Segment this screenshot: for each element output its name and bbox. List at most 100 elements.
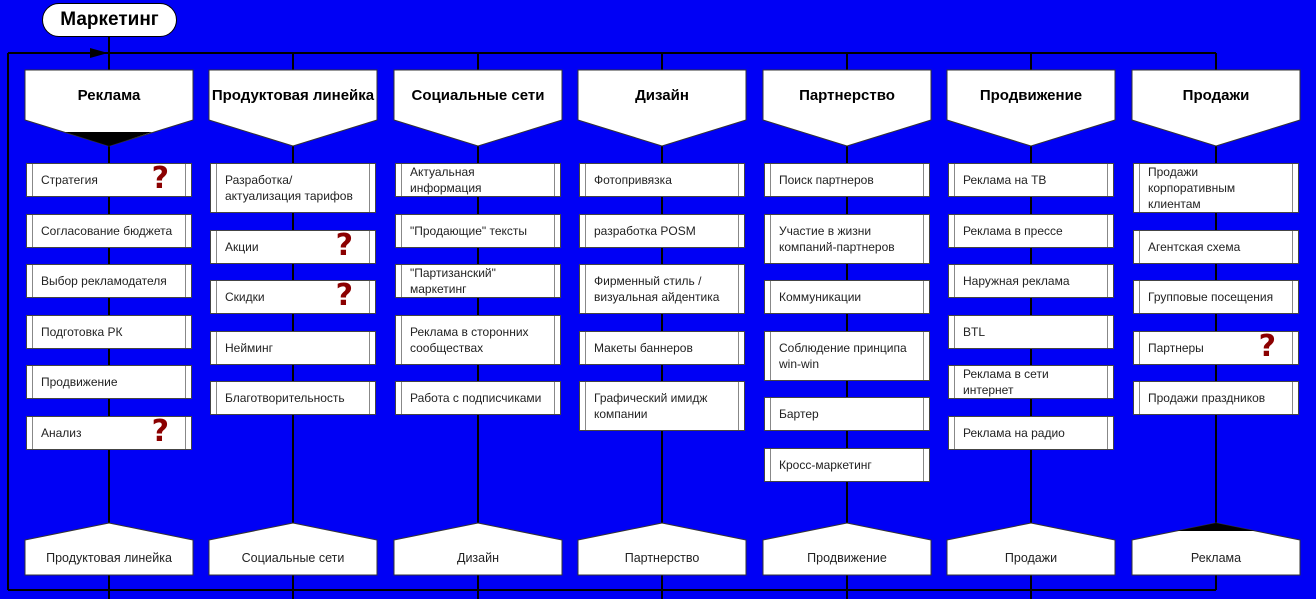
action-label: Продажи праздников	[1148, 391, 1266, 405]
branch-header[interactable]: Реклама	[77, 86, 141, 104]
action-box[interactable]: Фотопривязка	[579, 163, 745, 197]
action-label: Актуальная информация	[410, 165, 482, 195]
action-box[interactable]: Кросс-маркетинг	[764, 447, 930, 482]
action-box[interactable]: Графический имидж компании	[579, 381, 745, 431]
action-box[interactable]: "Партизанский" маркетинг	[395, 264, 561, 298]
action-label: Анализ	[41, 425, 82, 440]
action-label: Работа с подписчиками	[410, 391, 542, 405]
branch-footer-shape	[1131, 522, 1301, 576]
action-label: Поиск партнеров	[779, 173, 874, 187]
branch-footer[interactable]: Реклама	[1190, 550, 1242, 565]
action-label: BTL	[963, 324, 986, 339]
action-box[interactable]: Согласование бюджета	[26, 213, 192, 248]
action-box[interactable]: Коммуникации	[764, 280, 930, 314]
action-box[interactable]: Стратегия?	[26, 161, 192, 197]
branch-footer[interactable]: Партнерство	[624, 550, 700, 565]
action-box[interactable]: Реклама в прессе	[948, 213, 1114, 248]
action-label: Фотопривязка	[594, 173, 672, 187]
action-label: "Партизанский" маркетинг	[410, 266, 496, 296]
branch-header[interactable]: Продвижение	[979, 86, 1083, 104]
action-box[interactable]: Продажи корпоративным клиентам	[1133, 163, 1299, 213]
action-box[interactable]: Подготовка РК	[26, 314, 192, 349]
action-label: Наружная реклама	[963, 274, 1070, 288]
action-label: Макеты баннеров	[594, 340, 693, 355]
action-label: Реклама на радио	[963, 425, 1065, 440]
branch-header-shape	[946, 69, 1116, 147]
branch-footer[interactable]: Продуктовая линейка	[46, 550, 172, 565]
action-label: Партнеры	[1148, 340, 1204, 355]
action-box[interactable]: Реклама на радио	[948, 415, 1114, 450]
action-box[interactable]: Партнеры?	[1133, 328, 1299, 365]
branch-header[interactable]: Партнерство	[799, 86, 895, 104]
action-box[interactable]: BTL	[948, 314, 1114, 349]
branch-header-shape	[762, 69, 932, 147]
action-label: Нейминг	[225, 340, 273, 355]
action-box[interactable]: Наружная реклама	[948, 264, 1114, 298]
action-label: Реклама в прессе	[963, 223, 1063, 238]
action-box[interactable]: Анализ?	[26, 413, 192, 450]
branch-header[interactable]: Социальные сети	[411, 86, 545, 104]
action-box[interactable]: Бартер	[764, 397, 930, 431]
action-box[interactable]: Нейминг	[210, 330, 376, 365]
branch-header-shape	[1131, 69, 1301, 147]
branch-header[interactable]: Дизайн	[635, 86, 689, 104]
action-label: "Продающие" тексты	[410, 223, 528, 238]
action-box[interactable]: Работа с подписчиками	[395, 381, 561, 415]
action-label: Коммуникации	[779, 290, 862, 304]
action-label: Продвижение	[41, 375, 118, 389]
branch-footer[interactable]: Дизайн	[456, 550, 500, 565]
selection-marker	[65, 132, 152, 146]
branch-footer-shape	[208, 522, 378, 576]
diagram-title: Маркетинг	[42, 3, 177, 37]
question-mark-icon: ?	[1258, 328, 1276, 364]
action-label: Разработка/актуализация тарифов	[225, 173, 353, 203]
question-mark-icon: ?	[151, 413, 169, 449]
action-box[interactable]: Реклама на ТВ	[948, 163, 1114, 197]
action-label: Реклама на ТВ	[963, 173, 1047, 187]
action-box[interactable]: "Продающие" тексты	[395, 213, 561, 248]
action-label: Графический имидж компании	[594, 391, 708, 421]
branch-header[interactable]: Продажи	[1182, 86, 1250, 104]
action-box[interactable]: Соблюдение принципа win-win	[764, 330, 930, 381]
action-box[interactable]: Благотворительность	[210, 381, 376, 415]
action-label: Групповые посещения	[1148, 290, 1274, 304]
branch-footer[interactable]: Продажи	[1004, 550, 1058, 565]
action-box[interactable]: Актуальная информация	[395, 163, 561, 197]
action-box[interactable]: Реклама в сети интернет	[948, 365, 1114, 399]
action-label: Фирменный стиль / визуальная айдентика	[594, 274, 720, 304]
action-box[interactable]: Продажи праздников	[1133, 381, 1299, 415]
arrow-icon	[90, 48, 108, 58]
action-box[interactable]: Агентская схема	[1133, 229, 1299, 264]
action-box[interactable]: Групповые посещения	[1133, 280, 1299, 314]
action-label: Кросс-маркетинг	[779, 457, 872, 472]
branch-footer[interactable]: Социальные сети	[241, 550, 345, 565]
branch-header-shape	[208, 69, 378, 147]
action-label: Агентская схема	[1148, 239, 1241, 254]
action-box[interactable]: разработка POSM	[579, 213, 745, 248]
action-box[interactable]: Продвижение	[26, 365, 192, 399]
branch-header-shape	[24, 69, 194, 147]
branch-header[interactable]: Продуктовая линейка	[211, 86, 375, 104]
question-mark-icon: ?	[335, 227, 353, 263]
action-box[interactable]: Скидки?	[210, 278, 376, 314]
action-label: Реклама в сети интернет	[963, 367, 1049, 397]
branch-footer[interactable]: Продвижение	[807, 550, 887, 565]
action-label: Реклама в сторонних сообществах	[410, 324, 529, 355]
branch-header-shape	[577, 69, 747, 147]
action-box[interactable]: Реклама в сторонних сообществах	[395, 314, 561, 365]
action-box[interactable]: Разработка/актуализация тарифов	[210, 163, 376, 213]
action-box[interactable]: Выбор рекламодателя	[26, 264, 192, 298]
action-box[interactable]: Акции?	[210, 227, 376, 264]
action-box[interactable]: Поиск партнеров	[764, 163, 930, 197]
action-label: Акции	[225, 239, 259, 254]
action-label: Стратегия	[41, 173, 98, 187]
question-mark-icon: ?	[335, 278, 353, 313]
action-box[interactable]: Фирменный стиль / визуальная айдентика	[579, 264, 745, 314]
branch-header-shape	[393, 69, 563, 147]
action-label: Продажи корпоративным клиентам	[1148, 165, 1236, 211]
branch-footer-shape	[946, 522, 1116, 576]
question-mark-icon: ?	[151, 161, 169, 196]
action-box[interactable]: Участие в жизни компаний-партнеров	[764, 213, 930, 264]
action-box[interactable]: Макеты баннеров	[579, 330, 745, 365]
